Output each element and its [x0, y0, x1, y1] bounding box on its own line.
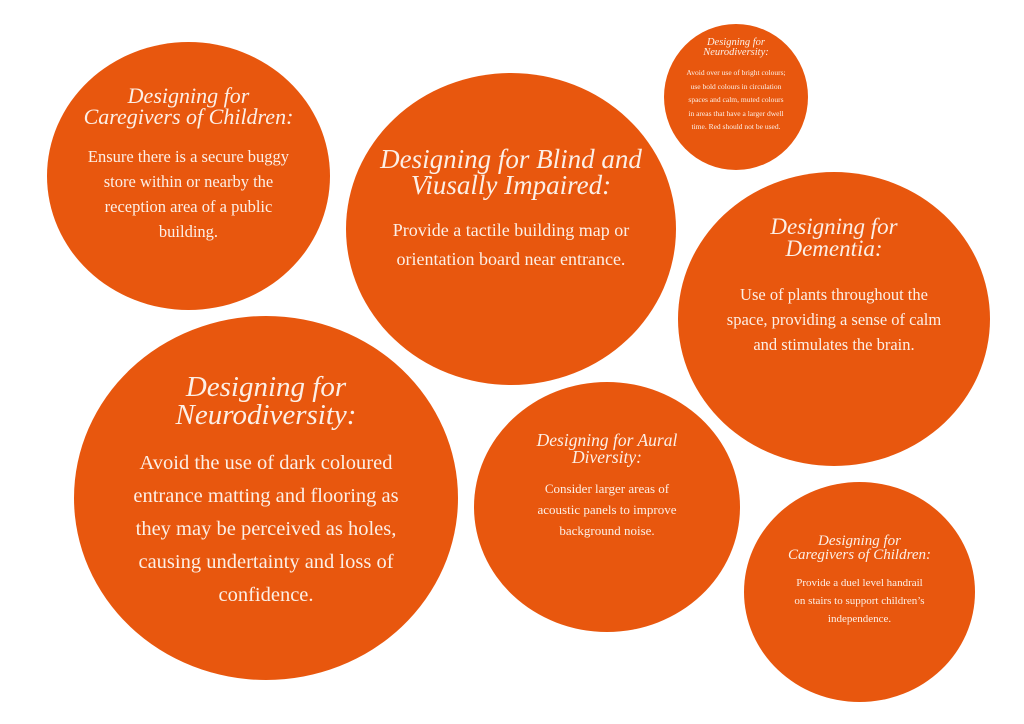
bubble-body: Ensure there is a secure buggy store wit… [87, 146, 290, 241]
bubble-body: Use of plants throughout the space, prov… [726, 284, 942, 354]
bubble-body: Provide a tactile building map or orient… [392, 220, 630, 270]
bubble-title: Designing for Neurodiversity: [703, 37, 769, 58]
bubble-title: Designing for Neurodiversity: [175, 371, 357, 431]
bubble-caregivers-of-children-buggy-store: Designing for Caregivers of Children: En… [47, 42, 330, 310]
bubble-neurodiversity-matting: Designing for Neurodiversity: Avoid the … [74, 316, 458, 680]
bubble-body: Consider larger areas of acoustic panels… [537, 481, 677, 539]
bubble-title: Designing for Aural Diversity: [536, 430, 678, 467]
bubble-dementia: Designing for Dementia: Use of plants th… [678, 172, 990, 466]
bubble-body: Avoid the use of dark coloured entrance … [133, 452, 399, 607]
bubble-aural-diversity: Designing for Aural Diversity: Consider … [474, 382, 740, 632]
bubble-neurodiversity-colours: Designing for Neurodiversity: Avoid over… [664, 24, 808, 170]
bubble-body: Provide a duel level handrail on stairs … [794, 576, 925, 625]
bubble-title: Designing for Dementia: [770, 214, 898, 261]
bubble-title: Designing for Blind and Viusally Impaire… [380, 144, 642, 200]
bubble-title: Designing for Caregivers of Children: [83, 83, 294, 129]
bubble-caregivers-of-children-handrail: Designing for Caregivers of Children: Pr… [744, 482, 975, 702]
bubble-title: Designing for Caregivers of Children: [787, 533, 932, 564]
bubble-blind-visually-impaired: Designing for Blind and Viusally Impaire… [346, 73, 676, 385]
bubble-body: Avoid over use of bright colours; use bo… [686, 68, 786, 131]
